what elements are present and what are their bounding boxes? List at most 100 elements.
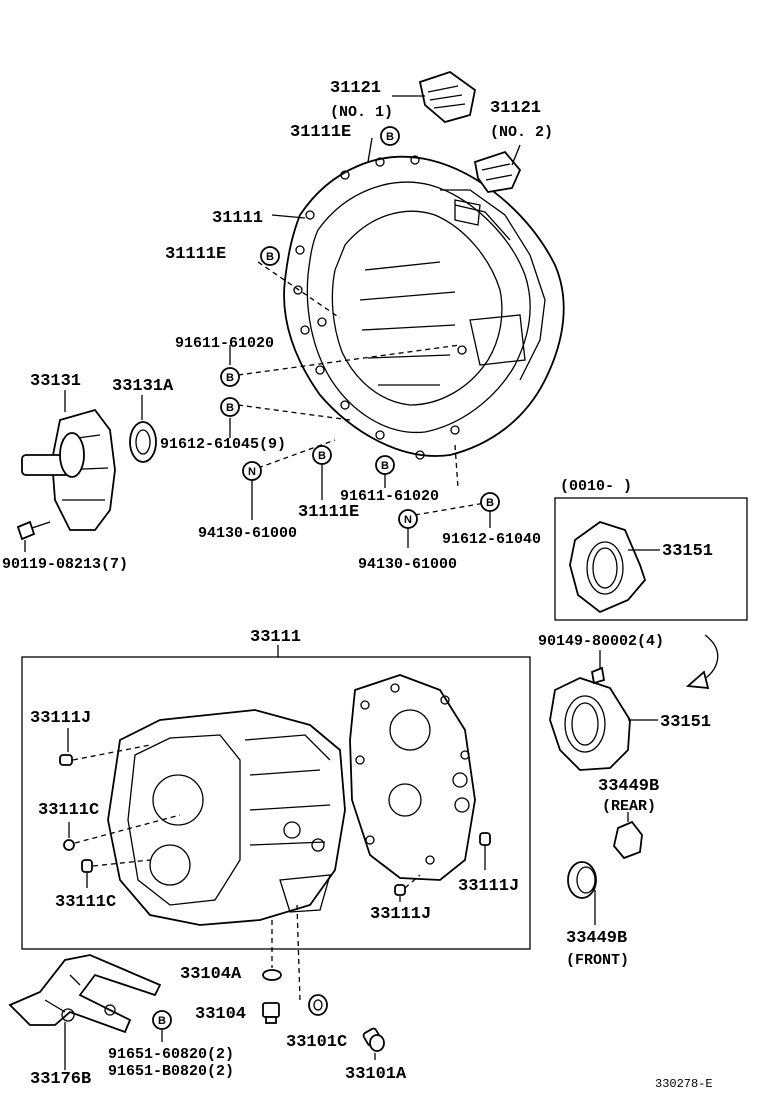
arrow-head xyxy=(685,670,710,690)
label-91612-9: 91612-61045(9) xyxy=(160,436,286,453)
marker-n-94130-b: N xyxy=(398,509,418,529)
label-33151-b: 33151 xyxy=(660,713,711,732)
marker-b-31111e-mid: B xyxy=(260,246,280,266)
marker-b-91612-b: B xyxy=(480,492,500,512)
boot-no1-drawing xyxy=(418,71,476,123)
label-90149: 90149-80002(4) xyxy=(538,633,664,650)
label-33151-a: 33151 xyxy=(662,542,713,561)
svg-text:B: B xyxy=(381,460,389,472)
marker-n-94130-a: N xyxy=(242,461,262,481)
label-33111j-b: 33111J xyxy=(458,877,519,896)
label-rear: (REAR) xyxy=(602,798,656,815)
bracket-33176b-drawing xyxy=(8,954,162,1034)
label-33104: 33104 xyxy=(195,1005,246,1024)
label-33101c: 33101C xyxy=(286,1033,347,1052)
leader-31121-no2 xyxy=(511,144,521,166)
marker-b-31111e-top: B xyxy=(380,126,400,146)
leader-31111 xyxy=(271,214,306,219)
label-33111j-c: 33111J xyxy=(370,905,431,924)
marker-b-31111e-bot: B xyxy=(312,445,332,465)
label-91611-a: 91611-61020 xyxy=(175,335,274,352)
plug-33111c-a xyxy=(63,839,75,851)
marker-b-91611-a: B xyxy=(220,367,240,387)
label-90119: 90119-08213(7) xyxy=(2,556,128,573)
label-no2: (NO. 2) xyxy=(490,124,553,141)
label-front: (FRONT) xyxy=(566,952,629,969)
svg-text:B: B xyxy=(226,402,234,414)
leader-31111e-top xyxy=(367,137,373,163)
bell-housing-drawing xyxy=(283,155,565,460)
leader-33101c-dash xyxy=(296,904,301,1001)
label-33111j-a: 33111J xyxy=(30,709,91,728)
leader-94130-a xyxy=(257,439,336,469)
leader-33111c-a-dash xyxy=(74,814,181,844)
label-33449b-front: 33449B xyxy=(566,929,627,948)
label-33111c-b: 33111C xyxy=(55,893,116,912)
plug-33101a xyxy=(362,1027,385,1052)
label-94130-b: 94130-61000 xyxy=(358,556,457,573)
case-assembly-box xyxy=(21,656,531,950)
bolt-90119-drawing xyxy=(16,520,51,541)
gasket-33104a xyxy=(262,969,282,981)
marker-b-91651: B xyxy=(152,1010,172,1030)
svg-text:B: B xyxy=(386,131,394,143)
marker-b-91611-b: B xyxy=(375,455,395,475)
label-31121-no2: 31121 xyxy=(490,99,541,118)
leader-33111j-c-dash xyxy=(404,874,421,889)
label-33104a: 33104A xyxy=(180,965,242,984)
plug-33111c-b xyxy=(81,859,93,873)
extension-plate-drawing xyxy=(349,674,476,881)
label-91612-b: 91612-61040 xyxy=(442,531,541,548)
speedometer-driven-gear-rear-drawing xyxy=(613,820,643,860)
label-31111e-top: 31111E xyxy=(290,123,351,142)
svg-text:N: N xyxy=(248,466,256,478)
leader-33111c-b-dash xyxy=(92,859,151,867)
rear-bearing-retainer-drawing xyxy=(549,666,631,771)
plug-33104 xyxy=(262,1002,280,1024)
label-91651-b: 91651-B0820(2) xyxy=(108,1063,234,1080)
label-91651-a: 91651-60820(2) xyxy=(108,1046,234,1063)
marker-b-91612-9: B xyxy=(220,397,240,417)
pin-33111j-c xyxy=(394,884,406,896)
label-31111e-mid: 31111E xyxy=(165,245,226,264)
svg-text:B: B xyxy=(226,372,234,384)
label-33111c-a: 33111C xyxy=(38,801,99,820)
label-94130-a: 94130-61000 xyxy=(198,525,297,542)
boot-no2-drawing xyxy=(473,150,522,193)
rear-bearing-retainer-boxed-drawing xyxy=(569,521,647,614)
label-no1: (NO. 1) xyxy=(330,104,393,121)
label-91611-b: 91611-61020 xyxy=(340,488,439,505)
leader-91611-a xyxy=(237,344,461,376)
leader-31111e-mid xyxy=(257,261,341,319)
pin-33111j-b xyxy=(479,832,491,846)
front-cover-33131-drawing xyxy=(21,408,157,531)
leader-94130-b xyxy=(414,502,486,516)
label-31121-no1: 31121 xyxy=(330,79,381,98)
svg-text:B: B xyxy=(158,1015,166,1027)
svg-text:B: B xyxy=(266,251,274,263)
label-33449b-rear: 33449B xyxy=(598,777,659,796)
label-variant-0010: (0010- ) xyxy=(560,478,632,495)
leader-91612-9 xyxy=(237,404,351,421)
diagram-id: 330278-E xyxy=(655,1077,713,1091)
svg-text:N: N xyxy=(404,514,412,526)
leader-91611-b xyxy=(454,444,459,489)
variant-box-33151 xyxy=(554,497,748,621)
svg-text:B: B xyxy=(318,450,326,462)
pin-33111j-a xyxy=(59,754,73,766)
label-33176b: 33176B xyxy=(30,1070,91,1089)
label-31111e-bot: 31111E xyxy=(298,503,359,522)
transmission-case-drawing xyxy=(107,709,346,926)
label-33111: 33111 xyxy=(250,628,301,647)
label-33131a: 33131A xyxy=(112,377,174,396)
speedometer-driven-gear-front-drawing xyxy=(567,861,597,899)
gasket-33101c xyxy=(308,994,328,1016)
label-33101a: 33101A xyxy=(345,1065,407,1084)
svg-text:B: B xyxy=(486,497,494,509)
leader-33111j-a-dash xyxy=(72,744,151,761)
label-31111: 31111 xyxy=(212,209,263,228)
label-33131: 33131 xyxy=(30,372,81,391)
housing-bolt-holes xyxy=(293,155,467,460)
